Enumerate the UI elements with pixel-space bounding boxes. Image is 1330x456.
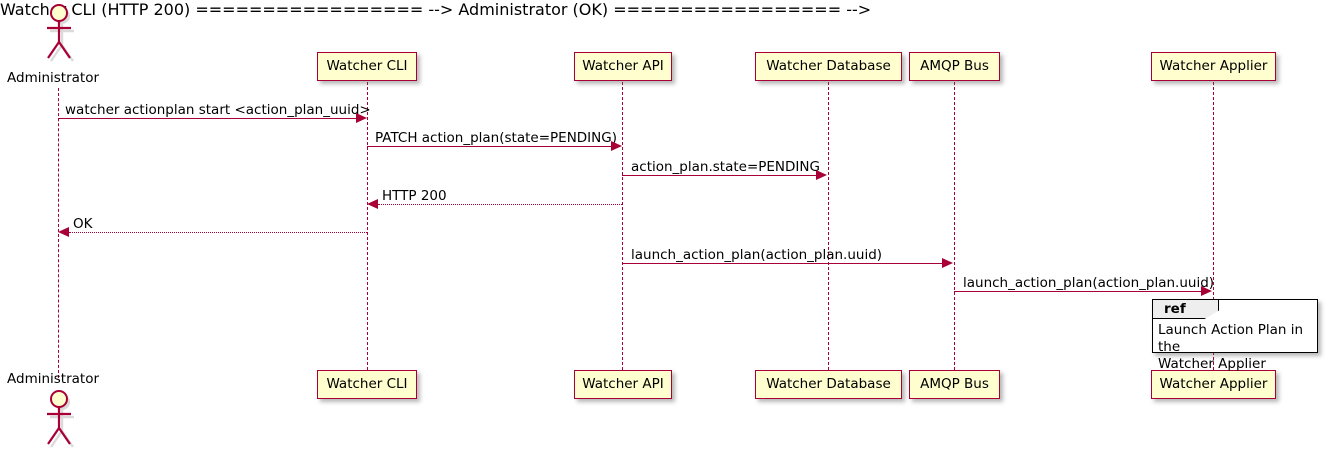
participant-watcher-database-top[interactable]: Watcher Database xyxy=(755,52,902,81)
message-arrowhead-0 xyxy=(356,113,367,123)
message-line-3 xyxy=(378,204,622,205)
message-arrowhead-1 xyxy=(611,141,622,151)
participant-label: Watcher Database xyxy=(766,375,891,392)
message-label-0: watcher actionplan start <action_plan_uu… xyxy=(65,102,371,118)
participant-label: Watcher CLI xyxy=(326,57,408,74)
message-line-4 xyxy=(69,232,367,233)
message-label-4: OK xyxy=(73,216,93,232)
participant-label: Watcher Database xyxy=(766,57,891,74)
message-label-3: HTTP 200 xyxy=(382,188,447,204)
participant-label: Watcher API xyxy=(582,375,664,392)
participant-watcher-database-bottom[interactable]: Watcher Database xyxy=(755,370,902,399)
participant-label: AMQP Bus xyxy=(920,375,989,392)
message-label-2: action_plan.state=PENDING xyxy=(631,159,820,175)
message-label-1: PATCH action_plan(state=PENDING) xyxy=(375,130,617,146)
ref-fragment-tab-label: ref xyxy=(1164,301,1186,317)
actor-administrator-top[interactable] xyxy=(36,2,82,62)
participant-label: AMQP Bus xyxy=(920,57,989,74)
message-arrowhead-5 xyxy=(942,258,953,268)
message-label-5: launch_action_plan(action_plan.uuid) xyxy=(631,247,883,263)
message-label-6: launch_action_plan(action_plan.uuid) xyxy=(963,275,1215,291)
actor-label-administrator-top: Administrator xyxy=(7,70,100,86)
lifeline-watcher-api xyxy=(622,82,623,370)
message-arrowhead-2 xyxy=(816,170,827,180)
message-arrowhead-4 xyxy=(58,227,69,237)
participant-watcher-applier-bottom[interactable]: Watcher Applier xyxy=(1151,370,1276,399)
actor-figure-icon xyxy=(47,4,74,62)
ref-fragment-tab: ref xyxy=(1153,300,1219,319)
ref-fragment-text: Launch Action Plan in the Watcher Applie… xyxy=(1158,322,1304,372)
participant-watcher-api-top[interactable]: Watcher API xyxy=(574,52,672,81)
lifeline-watcher-database xyxy=(828,82,829,370)
actor-administrator-bottom[interactable] xyxy=(36,388,82,450)
lifeline-watcher-applier xyxy=(1213,82,1214,370)
actor-figure-icon xyxy=(47,390,74,448)
lifeline-watcher-cli xyxy=(367,82,368,370)
lifeline-amqp-bus xyxy=(954,82,955,370)
participant-label: Watcher CLI xyxy=(326,375,408,392)
participant-amqp-bus-top[interactable]: AMQP Bus xyxy=(909,52,1000,81)
actor-label-administrator-bottom: Administrator xyxy=(7,371,100,387)
participant-watcher-cli-bottom[interactable]: Watcher CLI xyxy=(317,370,417,399)
participant-label: Watcher Applier xyxy=(1159,57,1268,74)
message-line-5 xyxy=(622,263,944,264)
participant-label: Watcher API xyxy=(582,57,664,74)
message-arrowhead-6 xyxy=(1201,286,1212,296)
participant-amqp-bus-bottom[interactable]: AMQP Bus xyxy=(909,370,1000,399)
message-line-6 xyxy=(954,291,1203,292)
message-arrowhead-3 xyxy=(367,199,378,209)
message-line-1 xyxy=(367,146,613,147)
participant-watcher-applier-top[interactable]: Watcher Applier xyxy=(1151,52,1276,81)
ref-fragment: ref Launch Action Plan in the Watcher Ap… xyxy=(1152,299,1318,372)
participant-label: Watcher Applier xyxy=(1159,375,1268,392)
message-line-2 xyxy=(622,175,818,176)
message-line-0 xyxy=(58,118,358,119)
participant-watcher-cli-top[interactable]: Watcher CLI xyxy=(317,52,417,81)
participant-watcher-api-bottom[interactable]: Watcher API xyxy=(574,370,672,399)
